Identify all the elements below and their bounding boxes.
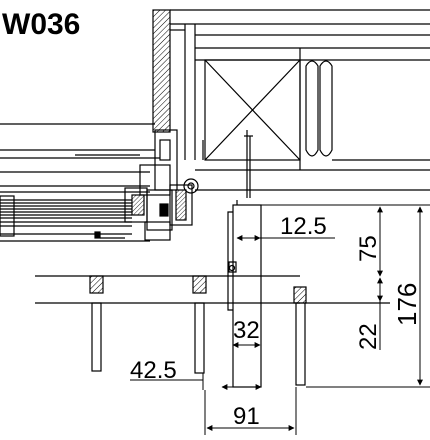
dim-42-5-label: 42.5 (130, 357, 177, 384)
sill-trim (227, 200, 262, 388)
dim-176-label: 176 (392, 283, 422, 326)
base-structure (35, 275, 390, 386)
dim-91-label: 91 (233, 403, 260, 430)
dim-12-5-label: 12.5 (280, 213, 327, 240)
dim-75-label: 75 (355, 235, 382, 262)
dim-22-label: 22 (355, 323, 382, 350)
drawing-title: W036 (2, 8, 80, 41)
dimension-lines (130, 204, 430, 435)
sash-assembly (0, 123, 199, 242)
wall-frame (152, 9, 430, 198)
dim-32-label: 32 (233, 317, 260, 344)
